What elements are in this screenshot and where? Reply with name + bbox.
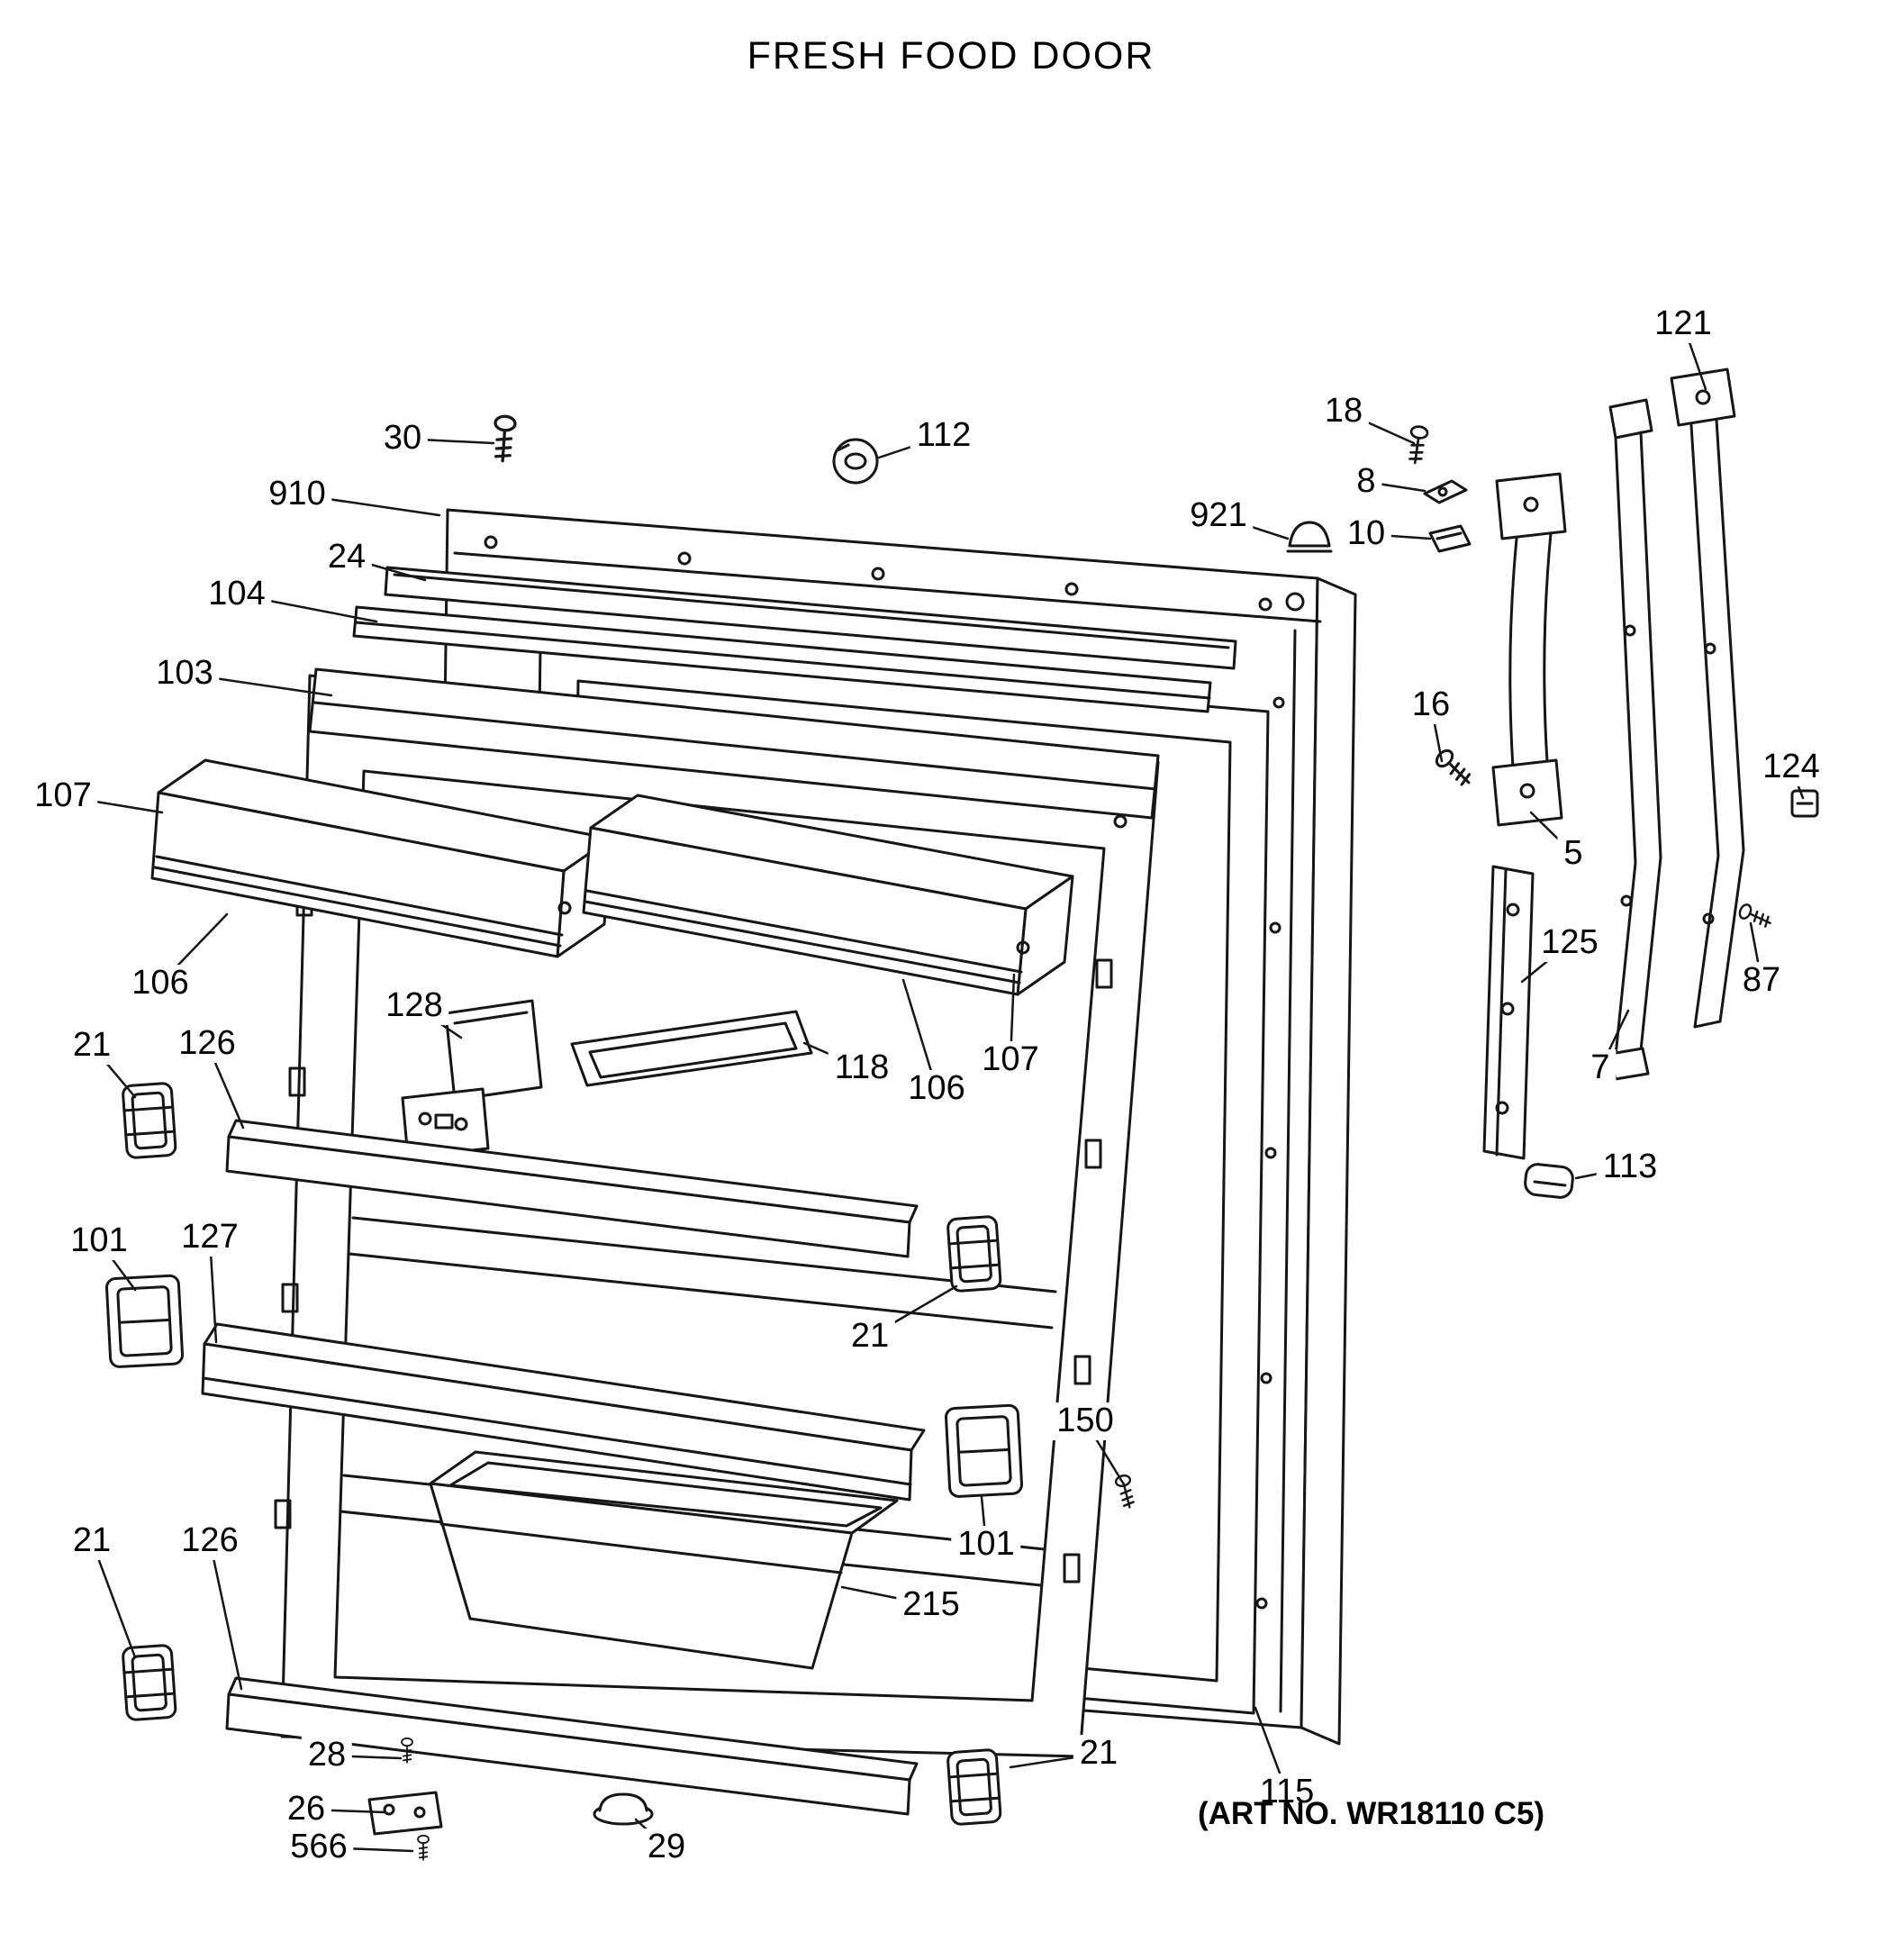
retainer-bar-127	[201, 1322, 926, 1502]
callout-8: 8	[1350, 463, 1382, 501]
callout-5: 5	[1557, 835, 1590, 873]
callout-107: 107	[28, 777, 98, 815]
rail-end-cap-21-lower-right	[946, 1747, 1002, 1827]
callout-26: 26	[280, 1791, 332, 1828]
callout-21: 21	[66, 1522, 118, 1560]
callout-10: 10	[1340, 515, 1392, 553]
callout-121: 121	[1648, 305, 1718, 343]
shim-plate-26	[367, 1791, 443, 1836]
callout-910: 910	[262, 476, 332, 513]
clip-8	[1423, 479, 1468, 504]
callout-7: 7	[1584, 1049, 1617, 1087]
trim-strip-7	[1608, 398, 1662, 1081]
callout-103: 103	[149, 655, 220, 693]
door-handle	[1491, 472, 1567, 827]
rail-end-cap-101-right	[944, 1403, 1024, 1499]
callout-921: 921	[1183, 497, 1254, 535]
trim-strip-125	[1482, 865, 1535, 1160]
screw-30	[491, 413, 518, 464]
end-cap-113	[1524, 1163, 1574, 1199]
callout-87: 87	[1735, 962, 1788, 1000]
callout-215: 215	[896, 1586, 966, 1624]
clip-10	[1428, 524, 1472, 553]
callout-16: 16	[1405, 686, 1457, 724]
callout-18: 18	[1318, 393, 1370, 431]
callout-126: 126	[175, 1522, 245, 1560]
callout-106: 106	[901, 1070, 972, 1108]
clip-nut-124	[1790, 789, 1819, 818]
callout-126: 126	[172, 1025, 242, 1063]
chiller-cover-103	[308, 667, 1160, 820]
foot-grommet-29	[593, 1792, 654, 1826]
rail-end-cap-101-left	[104, 1274, 185, 1369]
callout-101: 101	[951, 1526, 1021, 1564]
callout-115: 115	[1253, 1774, 1321, 1811]
diagram-title: FRESH FOOD DOOR	[747, 34, 1155, 77]
trim-strip-121	[1670, 368, 1745, 1029]
callout-21: 21	[66, 1027, 118, 1065]
storage-bin-215	[429, 1450, 899, 1670]
rail-end-cap-21-lower-left	[121, 1643, 177, 1722]
callout-104: 104	[202, 576, 272, 613]
callout-28: 28	[301, 1737, 353, 1774]
trim-strip-104	[352, 605, 1212, 713]
callout-118: 118	[828, 1049, 896, 1087]
callout-128: 128	[379, 987, 449, 1025]
callout-124: 124	[1756, 749, 1826, 786]
flap-128	[401, 999, 543, 1159]
dairy-cover-right	[582, 794, 1074, 996]
shelf-rail-126-lower	[225, 1676, 919, 1816]
art-number: (ART NO. WR18110 C5)	[1198, 1796, 1545, 1831]
callout-150: 150	[1050, 1402, 1120, 1440]
callout-107: 107	[975, 1041, 1046, 1079]
hole-plug-112	[832, 438, 879, 485]
callout-125: 125	[1535, 924, 1605, 962]
callout-29: 29	[640, 1828, 693, 1866]
callout-566: 566	[284, 1828, 354, 1866]
rail-end-cap-21-mid-right	[946, 1214, 1002, 1293]
callout-106: 106	[125, 965, 195, 1003]
callout-112: 112	[910, 417, 978, 455]
screw-28	[401, 1737, 413, 1764]
butter-tray-118	[570, 1010, 813, 1087]
cap-921	[1286, 521, 1333, 553]
callout-30: 30	[376, 420, 429, 458]
rail-end-cap-21-upper-left	[121, 1081, 177, 1160]
trim-strip-24	[384, 566, 1237, 670]
callout-101: 101	[64, 1222, 134, 1260]
shelf-rail-126-upper	[225, 1119, 919, 1258]
screw-18	[1405, 424, 1430, 466]
screw-87	[1736, 902, 1775, 931]
screw-566	[417, 1834, 430, 1861]
callout-127: 127	[175, 1219, 245, 1257]
callout-21: 21	[844, 1318, 896, 1356]
callout-113: 113	[1596, 1148, 1664, 1186]
callout-24: 24	[321, 539, 373, 576]
callout-21: 21	[1073, 1735, 1125, 1773]
